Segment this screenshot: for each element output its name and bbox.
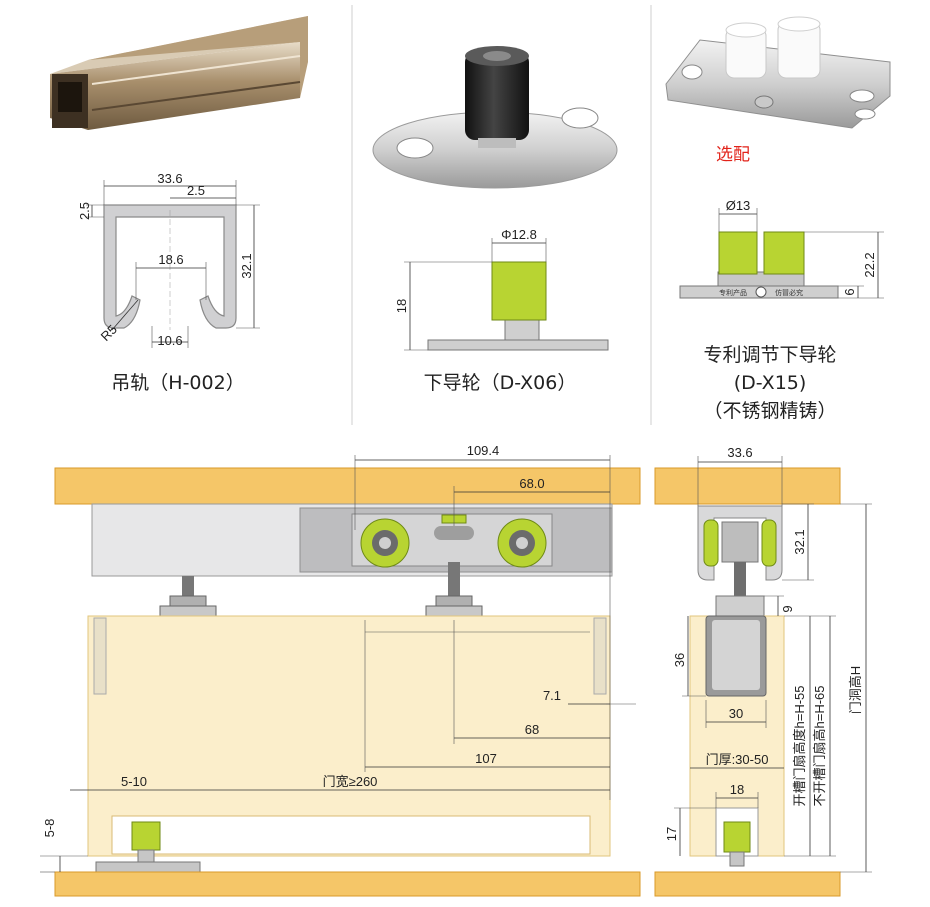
patent-caption-line3: （不锈钢精铸） (703, 400, 836, 422)
front-floor-gap-label: 5-8 (42, 819, 57, 838)
rail-width-label: 33.6 (157, 171, 182, 186)
optional-label: 选配 (716, 145, 750, 165)
side-rail (697, 505, 783, 581)
front-offset68-label: 68 (525, 722, 539, 737)
side-h-nogroove-label: 不开槽门扇高h=H-65 (812, 686, 827, 807)
rail-profile-drawing (86, 180, 260, 348)
front-edge-label: 7.1 (543, 688, 561, 703)
side-rail-width-label: 33.6 (727, 445, 752, 460)
patent-base-label: 6 (842, 288, 857, 295)
rail-photo (50, 16, 308, 130)
side-gap-label: 9 (780, 605, 795, 612)
front-half-label: 68.0 (519, 476, 544, 491)
guide-dia-label: Φ12.8 (501, 227, 537, 242)
side-header-beam (654, 467, 841, 505)
rail-lip-label: 2.5 (187, 183, 205, 198)
front-view (40, 455, 641, 897)
front-door-width-label: 门宽≥260 (323, 774, 378, 789)
patent-dia-label: Ø13 (726, 198, 751, 213)
side-view (654, 456, 872, 897)
patent-height-label: 22.2 (862, 252, 877, 277)
side-floor (654, 871, 841, 897)
rail-caption: 吊轨（H-002） (111, 372, 244, 394)
rail-height-label: 32.1 (239, 253, 254, 278)
rail-wall-label: 2.5 (77, 202, 92, 220)
front-header-beam (54, 467, 641, 505)
patent-plate-text-left: 专利产品 (719, 288, 747, 297)
rail-inner-label: 18.6 (158, 252, 183, 267)
side-opening-label: 门洞高H (848, 666, 863, 714)
side-bottom-label: 17 (664, 827, 679, 841)
side-h-groove-label: 开槽门扇高度h=H-55 (792, 686, 807, 807)
patent-guide-drawing (679, 208, 884, 299)
guide-drawing (404, 238, 609, 351)
guide-photo (372, 46, 618, 189)
front-gap-label: 5-10 (121, 774, 147, 789)
patent-caption-line2: (D-X15) (734, 372, 807, 394)
side-block-label: 36 (672, 653, 687, 667)
side-groove-label: 18 (730, 782, 744, 797)
guide-caption: 下导轮（D-X06） (424, 372, 577, 394)
front-offset107-label: 107 (475, 751, 497, 766)
patent-guide-photo (665, 16, 891, 129)
patent-caption-line1: 专利调节下导轮 (703, 344, 836, 366)
front-total-label: 109.4 (467, 443, 500, 458)
rail-slot-label: 10.6 (157, 333, 182, 348)
side-block-width-label: 30 (729, 706, 743, 721)
front-floor (54, 871, 641, 897)
side-thickness-label: 门厚:30-50 (706, 752, 769, 767)
patent-plate-text-right: 仿冒必究 (775, 288, 803, 297)
side-rail-height-label: 32.1 (792, 529, 807, 554)
guide-height-label: 18 (394, 299, 409, 313)
